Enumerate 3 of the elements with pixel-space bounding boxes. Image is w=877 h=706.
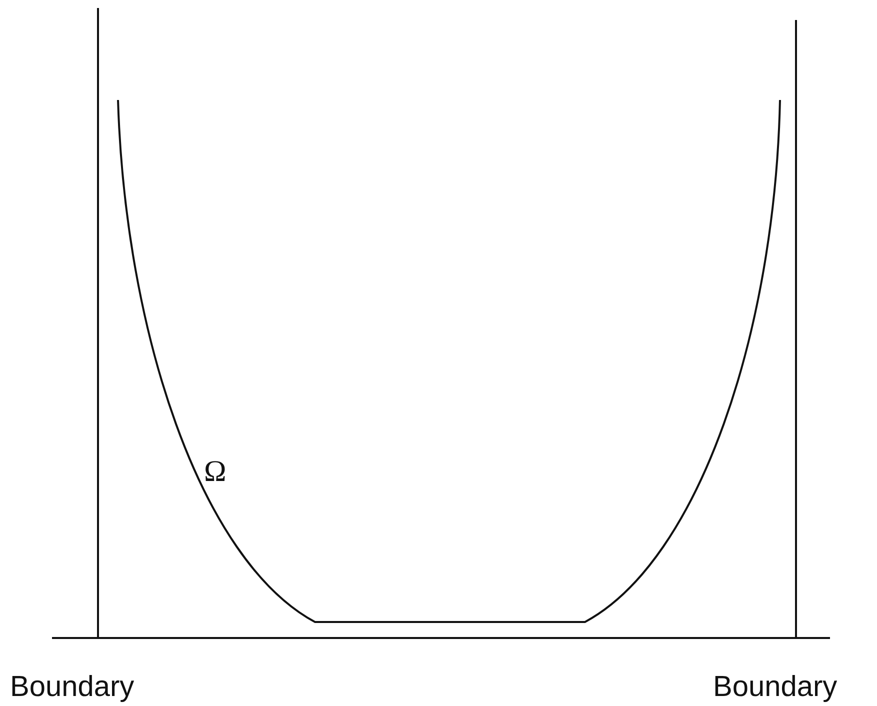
boundary-label: Boundary bbox=[713, 673, 838, 702]
boundary-label: Boundary bbox=[10, 673, 134, 702]
greek-symbol-label: Ω bbox=[204, 457, 226, 487]
